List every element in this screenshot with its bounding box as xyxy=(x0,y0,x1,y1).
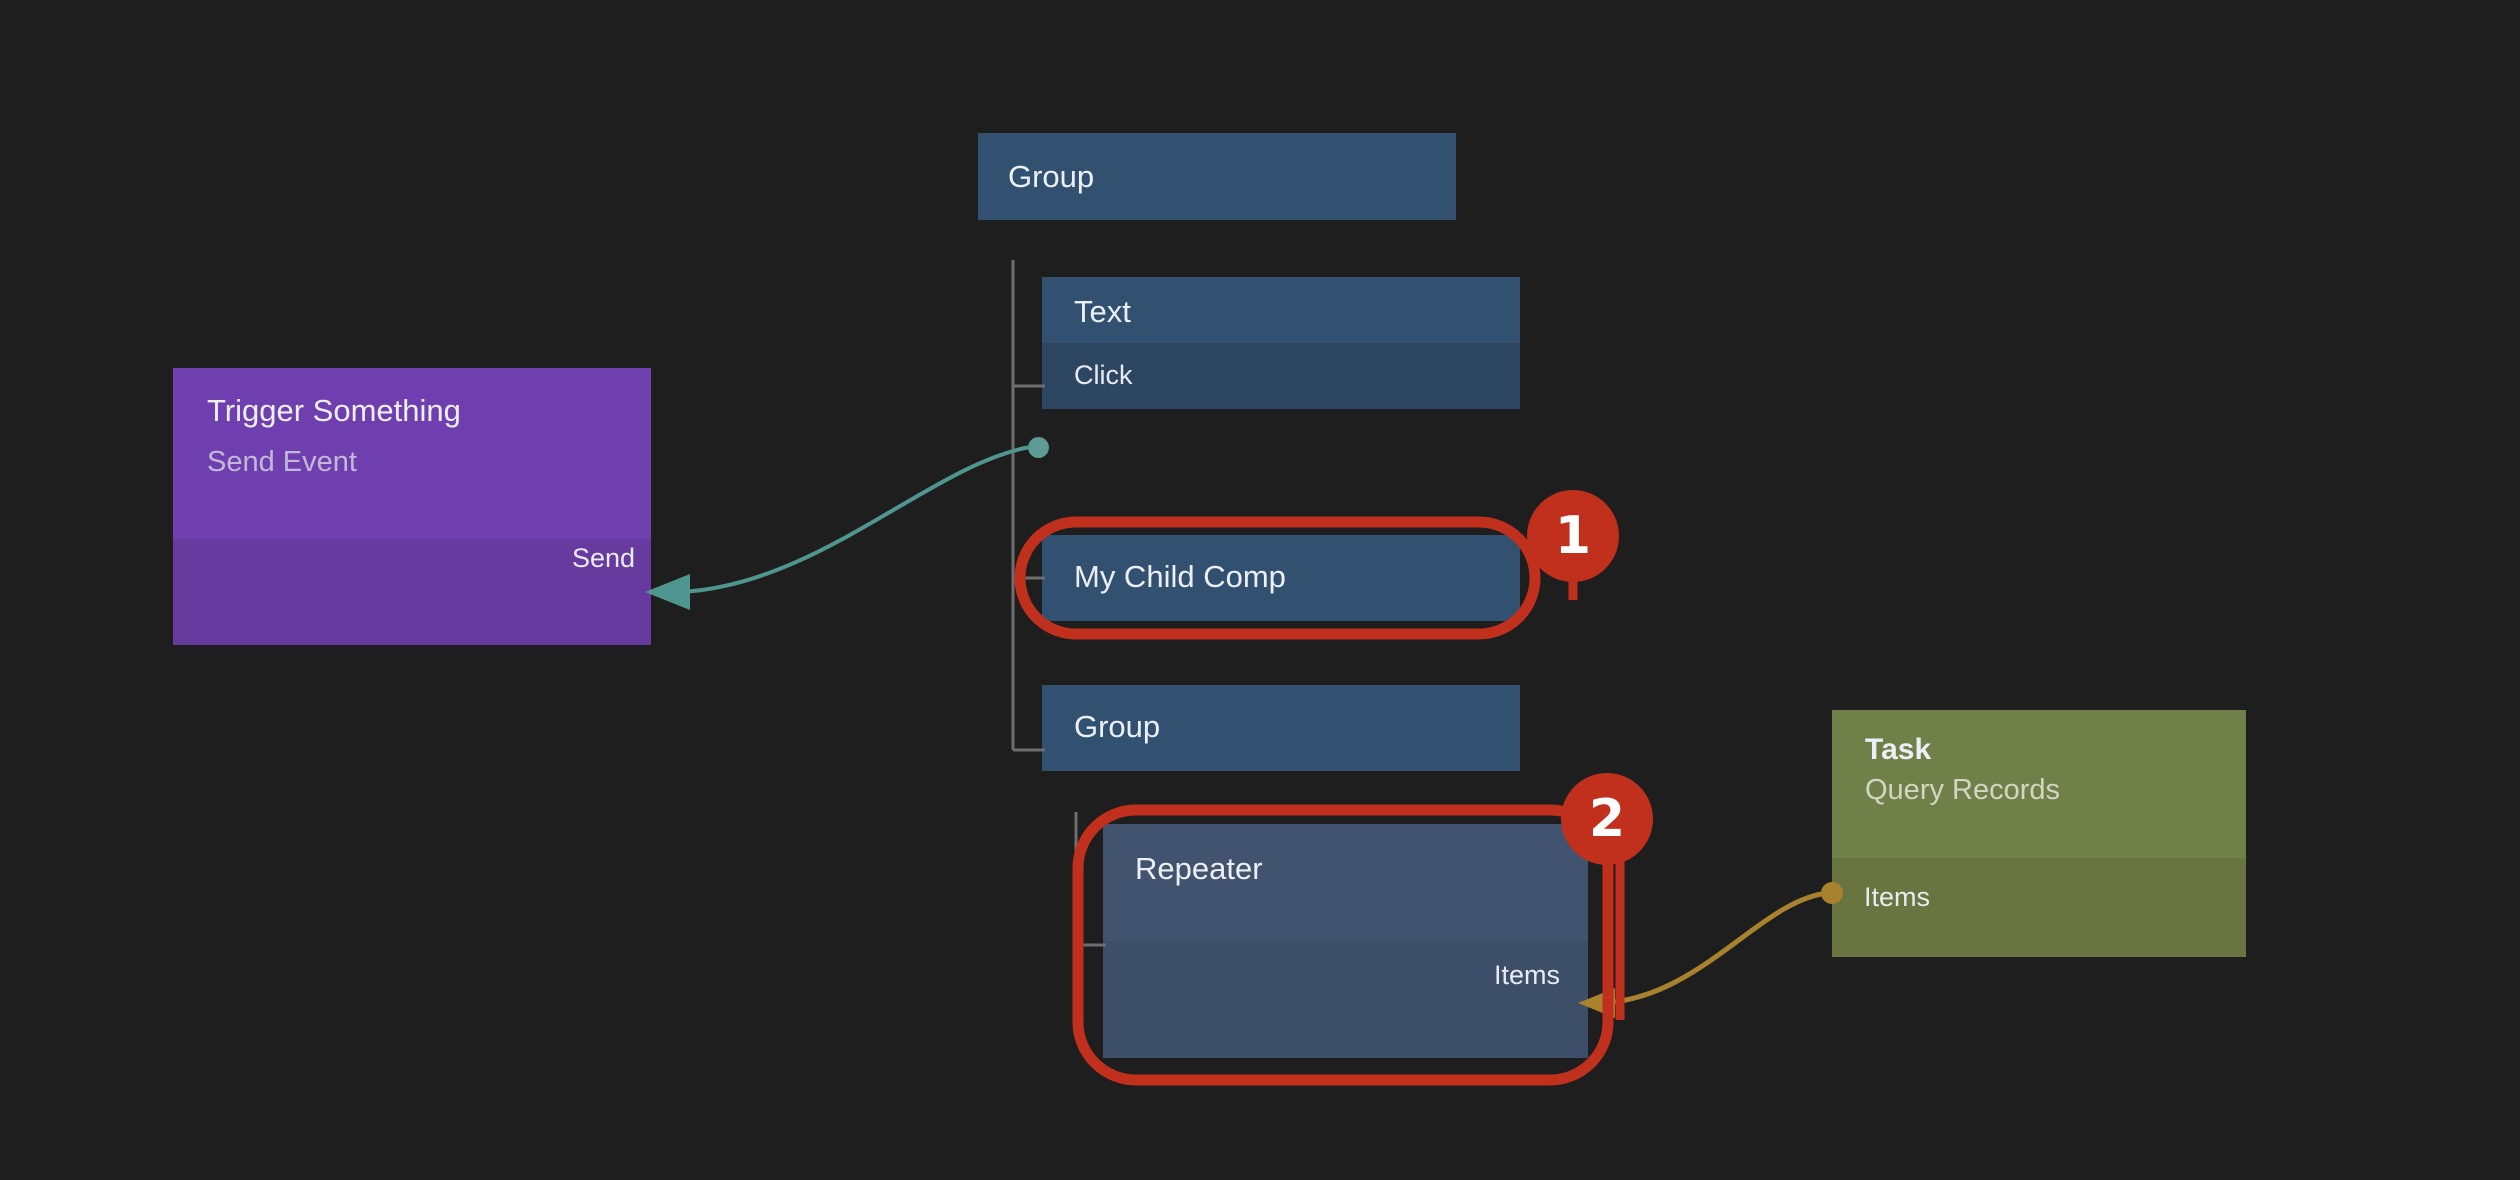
node-text-header xyxy=(1042,277,1520,343)
node-my-child-comp[interactable]: My Child Comp xyxy=(1042,535,1520,621)
node-group-child[interactable]: Group xyxy=(1042,685,1520,771)
node-trigger-subtitle: Send Event xyxy=(207,446,357,478)
node-task-title: Task xyxy=(1865,733,1932,766)
node-trigger-port-send-label[interactable]: Send xyxy=(571,543,635,573)
annotation-badge-2: 2 xyxy=(1561,773,1653,865)
annotation-badge-2-number: 2 xyxy=(1588,789,1626,849)
node-text[interactable]: Text Click xyxy=(1042,277,1520,409)
node-repeater-port-items-label[interactable]: Items xyxy=(1493,960,1560,990)
node-group-root[interactable]: Group xyxy=(978,133,1456,220)
wire-task-items-path xyxy=(1599,890,1829,1006)
node-repeater[interactable]: Repeater Items xyxy=(1103,824,1588,1058)
node-task-subtitle: Query Records xyxy=(1865,774,2061,806)
node-text-body xyxy=(1042,343,1520,409)
tree-connector-lines xyxy=(1011,260,1045,752)
node-text-title: Text xyxy=(1074,294,1131,329)
node-trigger-title: Trigger Something xyxy=(207,393,461,428)
wire-task-items-to-repeater-items xyxy=(1578,890,1829,1018)
node-repeater-title: Repeater xyxy=(1135,851,1263,886)
annotation-badge-1-number: 1 xyxy=(1554,506,1592,566)
node-group-child-title: Group xyxy=(1074,709,1161,744)
wire-click-to-send-path xyxy=(679,445,1031,594)
node-repeater-body xyxy=(1103,941,1588,1058)
node-text-port-click-label[interactable]: Click xyxy=(1074,360,1133,390)
node-trigger-something[interactable]: Trigger Something Send Event Send xyxy=(173,368,651,645)
node-my-child-comp-title: My Child Comp xyxy=(1074,559,1286,594)
node-task[interactable]: Task Query Records Items xyxy=(1832,710,2246,957)
node-text-port-click-dot[interactable] xyxy=(1028,437,1049,458)
wire-click-to-send-arrowhead xyxy=(645,574,690,610)
node-task-header xyxy=(1832,710,2246,858)
tree-connector-lines-lower xyxy=(1074,812,1106,947)
node-trigger-header xyxy=(173,368,651,539)
wire-click-to-send xyxy=(645,445,1031,610)
node-task-port-items-label[interactable]: Items xyxy=(1864,882,1931,912)
annotation-badge-1: 1 xyxy=(1527,490,1619,582)
node-task-body xyxy=(1832,858,2246,957)
node-task-port-items-dot[interactable] xyxy=(1821,882,1843,904)
node-group-root-title: Group xyxy=(1008,159,1095,194)
node-trigger-body xyxy=(173,539,651,645)
